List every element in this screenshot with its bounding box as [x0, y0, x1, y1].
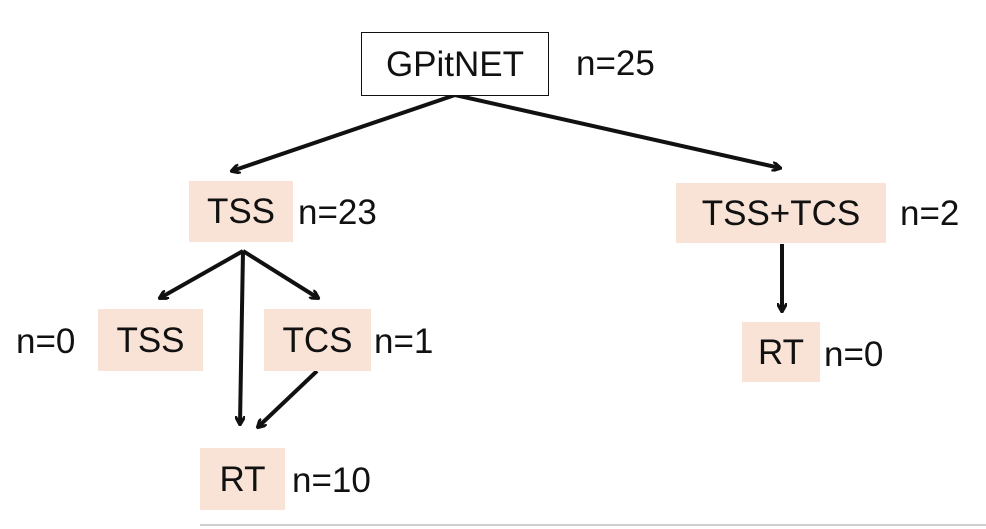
- edge-tss-to-tcs: [241, 249, 318, 298]
- node-tss-tcs-label: TSS+TCS: [701, 193, 861, 233]
- node-tss-tss-label: TSS: [116, 320, 185, 360]
- node-tss-tcs-rt: RT: [742, 322, 820, 382]
- node-root-count: n=25: [576, 44, 655, 83]
- node-tss-rt-label: RT: [219, 459, 266, 499]
- node-tcs: TCS: [264, 309, 371, 371]
- node-tcs-label: TCS: [282, 320, 353, 360]
- node-tss-tss-count: n=0: [16, 322, 76, 361]
- edge-tss-to-rt: [240, 250, 243, 424]
- node-tss-tcs: TSS+TCS: [676, 183, 886, 243]
- node-tss-count: n=23: [298, 193, 377, 232]
- node-tcs-count: n=1: [374, 322, 434, 361]
- node-tss-tcs-count: n=2: [900, 194, 960, 233]
- edge-tcs-to-rt: [258, 369, 319, 427]
- node-tss-tcs-rt-count: n=0: [824, 335, 884, 374]
- node-root-label: GPitNET: [385, 44, 525, 84]
- node-root: GPitNET: [361, 32, 549, 96]
- node-tss-label: TSS: [206, 192, 276, 231]
- bottom-divider: [200, 524, 986, 526]
- node-tss-tcs-rt-label: RT: [757, 332, 805, 372]
- node-tss: TSS: [189, 181, 293, 242]
- node-tss-rt: RT: [200, 448, 285, 510]
- edge-tss-to-tss: [160, 249, 244, 298]
- node-tss-tss: TSS: [98, 309, 203, 371]
- edge-root-to-tss-tcs: [454, 93, 780, 168]
- edge-root-to-tss: [232, 93, 456, 171]
- node-tss-rt-count: n=10: [292, 461, 371, 500]
